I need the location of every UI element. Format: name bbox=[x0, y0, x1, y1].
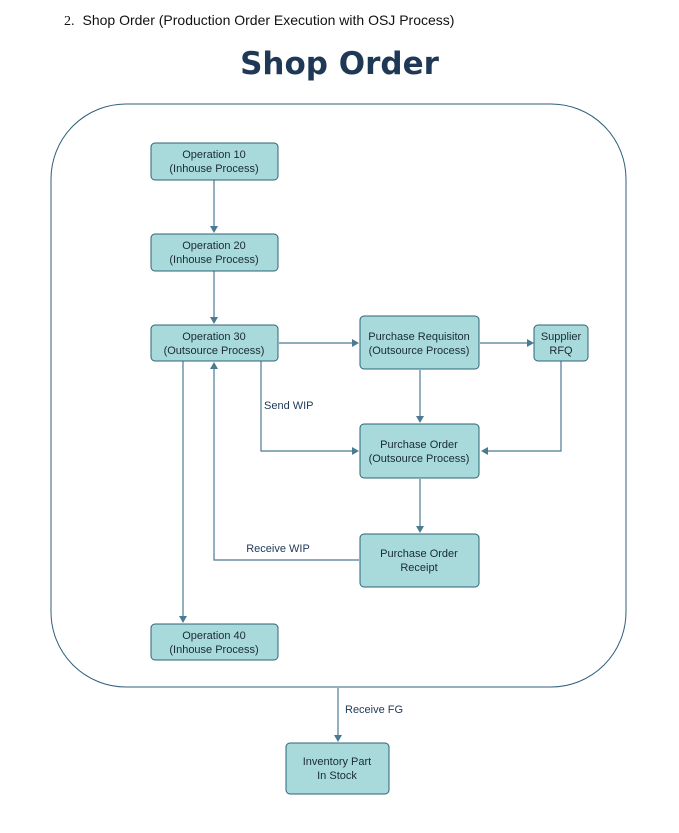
node-purchase-order: Purchase Order (Outsource Process) bbox=[359, 423, 480, 479]
edge-por-op30-receive-wip bbox=[213, 369, 359, 561]
arrowhead bbox=[179, 616, 187, 623]
node-operation-20: Operation 20 (Inhouse Process) bbox=[150, 233, 279, 272]
node-operation-10: Operation 10 (Inhouse Process) bbox=[150, 142, 279, 181]
node-label: Operation 10 bbox=[182, 149, 246, 161]
node-label: Operation 20 bbox=[182, 240, 246, 252]
node-sublabel: In Stock bbox=[317, 770, 357, 782]
receive-wip-label: Receive WIP bbox=[246, 543, 310, 555]
node-purchase-requisition: Purchase Requisiton (Outsource Process) bbox=[359, 315, 480, 370]
arrowhead bbox=[210, 317, 218, 324]
node-operation-40: Operation 40 (Inhouse Process) bbox=[150, 623, 279, 661]
node-label: Purchase Order bbox=[380, 548, 458, 560]
node-label: Supplier bbox=[541, 331, 582, 343]
section-number: 2. bbox=[64, 14, 75, 29]
node-sublabel: (Outsource Process) bbox=[369, 345, 470, 357]
arrowhead bbox=[416, 416, 424, 423]
node-label: Inventory Part bbox=[303, 756, 371, 768]
arrowhead bbox=[334, 735, 342, 742]
arrowhead bbox=[210, 362, 218, 369]
node-purchase-order-receipt: Purchase Order Receipt bbox=[359, 533, 480, 588]
arrowhead bbox=[527, 339, 534, 347]
node-sublabel: Receipt bbox=[400, 562, 437, 574]
arrowhead bbox=[481, 447, 488, 455]
node-sublabel: (Inhouse Process) bbox=[169, 254, 258, 266]
node-label: Operation 40 bbox=[182, 630, 246, 642]
node-sublabel: (Outsource Process) bbox=[164, 345, 265, 357]
section-heading-text: Shop Order (Production Order Execution w… bbox=[82, 12, 455, 28]
node-label: Purchase Order bbox=[380, 439, 458, 451]
section-heading: 2. Shop Order (Production Order Execution… bbox=[64, 12, 454, 30]
node-operation-30: Operation 30 (Outsource Process) bbox=[150, 324, 279, 362]
node-sublabel: (Inhouse Process) bbox=[169, 644, 258, 656]
arrowhead bbox=[352, 339, 359, 347]
node-label: Purchase Requisiton bbox=[368, 331, 470, 343]
arrowhead bbox=[416, 526, 424, 533]
node-inventory-part: Inventory Part In Stock bbox=[285, 742, 390, 795]
node-supplier-rfq: Supplier RFQ bbox=[533, 324, 589, 362]
node-sublabel: (Inhouse Process) bbox=[169, 163, 258, 175]
edge-rfq-po bbox=[488, 361, 562, 452]
receive-fg-label: Receive FG bbox=[345, 704, 403, 716]
diagram-title: Shop Order bbox=[240, 46, 439, 82]
node-sublabel: RFQ bbox=[549, 345, 573, 357]
arrowhead bbox=[352, 447, 359, 455]
arrowhead bbox=[210, 226, 218, 233]
node-sublabel: (Outsource Process) bbox=[369, 453, 470, 465]
node-label: Operation 30 bbox=[182, 331, 246, 343]
shop-order-container bbox=[50, 103, 627, 688]
edge-op30-po-send-wip bbox=[260, 361, 352, 452]
connectors bbox=[179, 180, 562, 742]
send-wip-label: Send WIP bbox=[264, 400, 314, 412]
